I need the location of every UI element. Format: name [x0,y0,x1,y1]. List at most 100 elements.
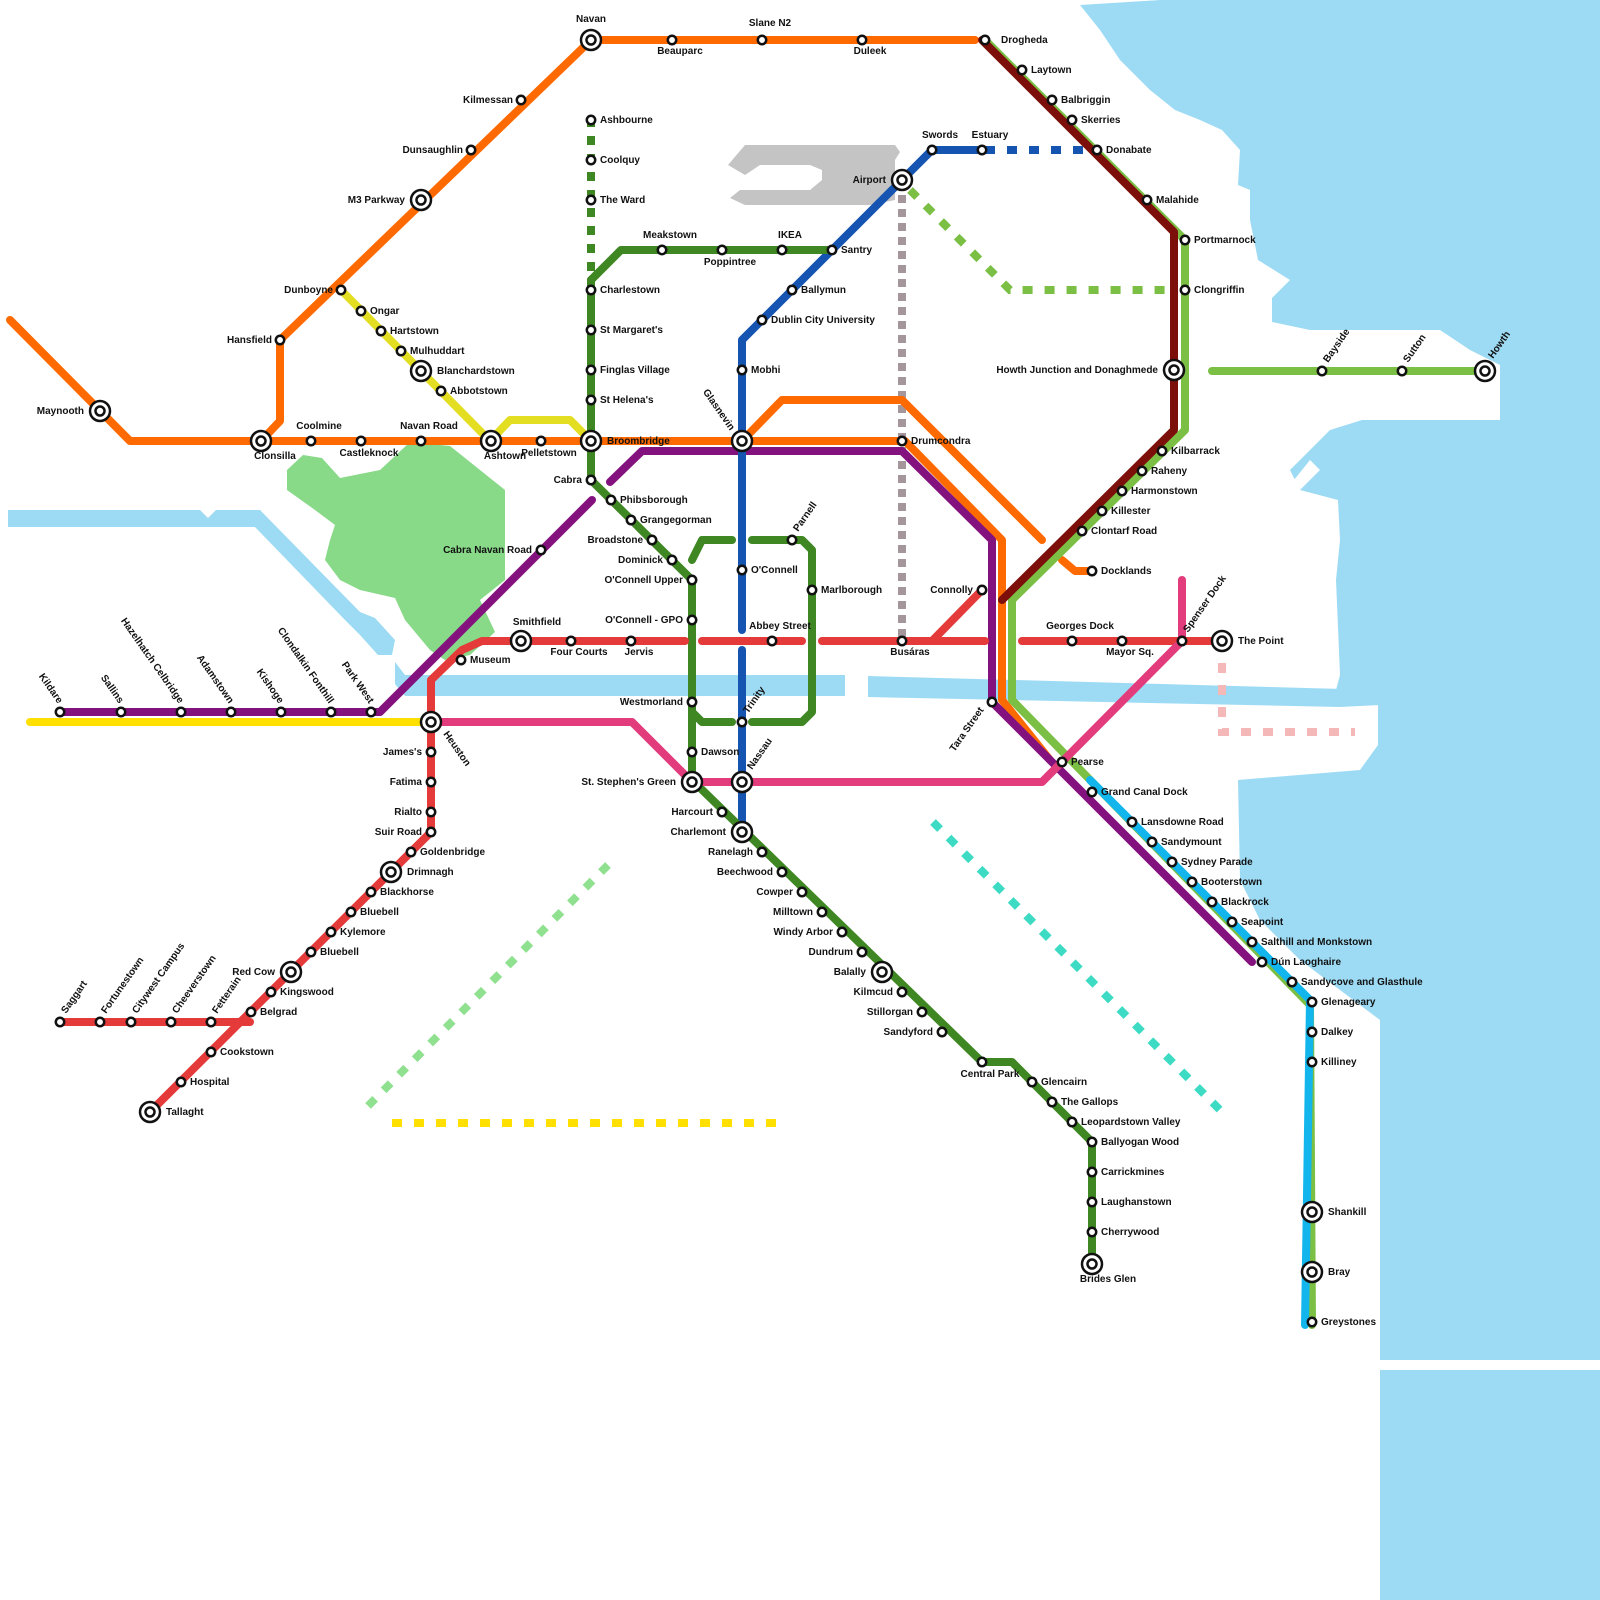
station-39[interactable]: Finglas Village [585,364,670,376]
station-47[interactable]: Airport [853,168,914,192]
station-72[interactable]: Kilmcud [854,986,908,998]
station-131[interactable]: Drimnagh [379,860,454,884]
station-57[interactable]: Dominick [618,554,678,566]
station-64[interactable]: Charlemont [670,820,754,844]
station-65[interactable]: Ranelagh [708,846,768,858]
station-71[interactable]: Balally [834,960,894,984]
station-83[interactable]: Brides Glen [1080,1252,1136,1285]
station-73[interactable]: Stillorgan [867,1006,928,1018]
station-40[interactable]: St Helena's [585,394,654,406]
station-136[interactable]: Red Cow [232,960,303,984]
station-35[interactable]: Coolquy [585,154,641,166]
station-98[interactable]: Killester [1096,505,1151,517]
station-133[interactable]: Bluebell [345,906,399,918]
station-58[interactable]: O'Connell Upper [605,574,698,586]
station-118[interactable]: Bray [1300,1260,1351,1284]
station-46[interactable]: Estuary [972,130,1009,156]
station-152[interactable]: Clondalkin Fonthill [275,626,337,718]
station-30[interactable]: Hartstown [375,325,439,337]
station-66[interactable]: Beechwood [717,866,788,878]
station-29[interactable]: Ongar [355,305,400,317]
station-87[interactable]: Abbey Street [749,621,812,647]
station-139[interactable]: Cookstown [205,1046,274,1058]
station-111[interactable]: Salthill and Monkstown [1246,936,1372,948]
station-121[interactable]: Four Courts [550,635,608,658]
station-27[interactable]: Pelletstown [521,435,577,459]
station-59[interactable]: O'Connell - GPO [605,614,698,626]
station-53[interactable]: Cabra [554,474,597,486]
station-106[interactable]: Sandymount [1146,836,1222,848]
station-41[interactable]: Meakstown [643,230,697,256]
station-147[interactable]: Kildare [36,672,66,718]
station-37[interactable]: Charlestown [585,284,660,296]
station-86[interactable]: Marlborough [806,584,882,596]
station-126[interactable]: James's [383,746,437,758]
station-79[interactable]: Ballyogan Wood [1086,1136,1179,1148]
station-122[interactable]: Jervis [625,635,654,658]
station-107[interactable]: Sydney Parade [1166,856,1253,868]
station-153[interactable]: Park West [339,660,377,718]
station-150[interactable]: Adamstown [194,653,237,718]
station-3[interactable]: Duleek [854,34,887,57]
station-48[interactable]: Ballymun [786,284,846,296]
station-22[interactable]: Clonsilla [249,429,296,462]
station-18[interactable]: M3 Parkway [348,188,433,212]
station-149[interactable]: Hazelhatch Celbridge [118,616,187,718]
station-33[interactable]: Abbotstown [435,385,508,397]
station-100[interactable]: Raheny [1136,465,1188,477]
station-113[interactable]: Sandycove and Glasthule [1286,976,1423,988]
station-134[interactable]: Kylemore [325,926,386,938]
station-81[interactable]: Laughanstown [1086,1196,1172,1208]
station-55[interactable]: Grangegorman [625,514,712,526]
station-91[interactable]: Busáras [890,635,930,658]
station-105[interactable]: Lansdowne Road [1126,816,1224,828]
station-76[interactable]: Glencairn [1026,1076,1087,1088]
station-115[interactable]: Dalkey [1306,1026,1354,1038]
station-74[interactable]: Sandyford [884,1026,948,1038]
station-108[interactable]: Booterstown [1186,876,1262,888]
station-103[interactable]: Pearse [1056,756,1104,768]
station-119[interactable]: Greystones [1306,1316,1377,1328]
station-138[interactable]: Belgrad [245,1006,297,1018]
station-26[interactable]: Ashtown [479,429,526,462]
station-132[interactable]: Blackhorse [365,886,435,898]
station-117[interactable]: Shankill [1300,1200,1367,1224]
station-102[interactable]: Tara Street [948,696,998,754]
station-49[interactable]: Dublin City University [756,314,876,326]
station-20[interactable]: Hansfield [227,334,286,346]
station-62[interactable]: St. Stephen's Green [581,770,704,794]
station-128[interactable]: Rialto [394,806,437,818]
station-23[interactable]: Coolmine [296,421,342,447]
station-11[interactable]: Clongriffin [1179,284,1245,296]
station-45[interactable]: Swords [922,130,959,156]
station-2[interactable]: Slane N2 [749,18,792,46]
station-44[interactable]: Santry [826,244,873,256]
station-4[interactable]: Drogheda [979,34,1048,46]
station-63[interactable]: Harcourt [671,806,728,818]
station-50[interactable]: Mobhi [736,364,781,376]
station-42[interactable]: Poppintree [704,244,757,268]
station-32[interactable]: Blanchardstown [409,359,515,383]
station-34[interactable]: Ashbourne [585,114,653,126]
station-77[interactable]: The Gallops [1046,1096,1119,1108]
station-112[interactable]: Dún Laoghaire [1256,956,1342,968]
station-60[interactable]: Westmorland [620,696,698,708]
station-101[interactable]: Kilbarrack [1156,445,1221,457]
station-127[interactable]: Fatima [390,776,437,788]
station-90[interactable]: Connolly [930,584,988,596]
station-124[interactable]: Cabra Navan Road [443,544,547,556]
station-130[interactable]: Goldenbridge [405,846,486,858]
station-24[interactable]: Castleknock [340,435,399,459]
station-19[interactable]: Dunboyne [284,284,347,296]
station-36[interactable]: The Ward [585,194,645,206]
station-104[interactable]: Grand Canal Dock [1086,786,1188,798]
station-69[interactable]: Windy Arbor [773,926,848,938]
station-93[interactable]: Mayor Sq. [1106,635,1154,658]
station-16[interactable]: Kilmessan [463,94,527,106]
station-54[interactable]: Phibsborough [605,494,688,506]
station-70[interactable]: Dundrum [809,946,868,958]
station-99[interactable]: Harmonstown [1116,485,1198,497]
station-140[interactable]: Hospital [175,1076,230,1088]
station-110[interactable]: Seapoint [1226,916,1284,928]
station-9[interactable]: Malahide [1141,194,1199,206]
